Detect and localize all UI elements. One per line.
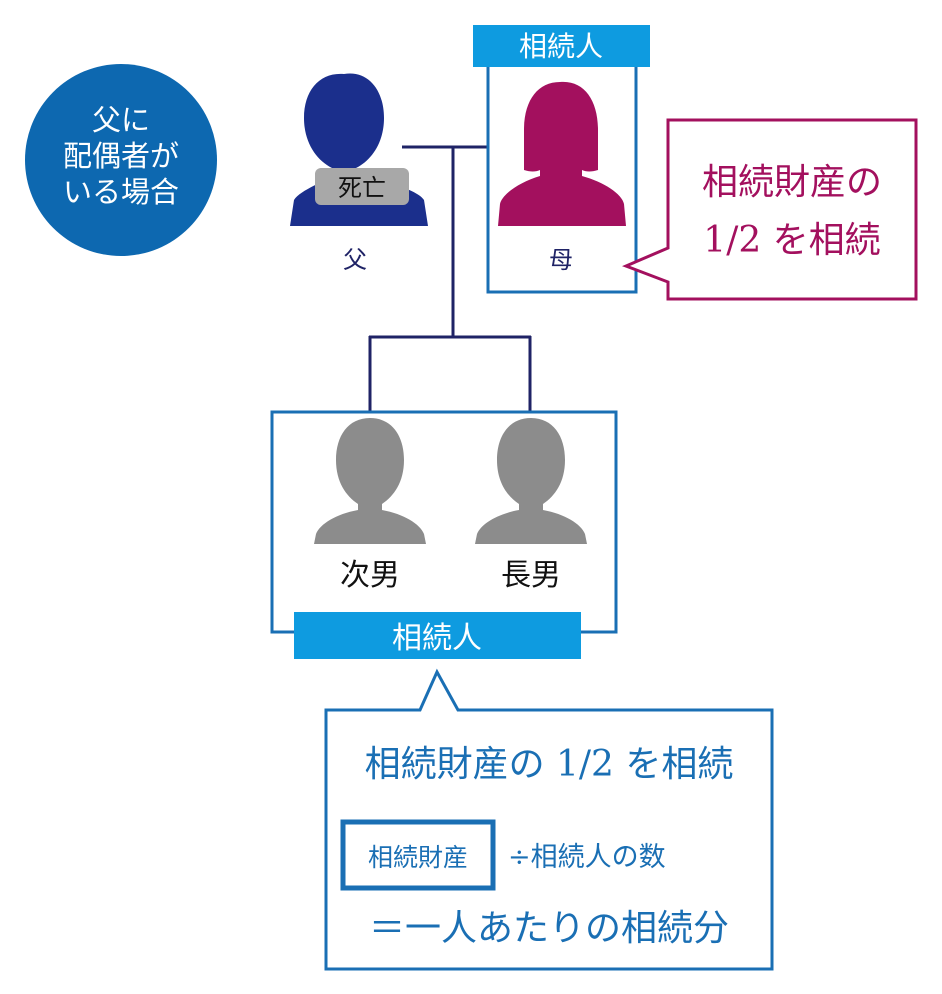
mother-callout-line-1: 相続財産の xyxy=(702,162,882,203)
case-badge: 父に 配偶者が いる場合 xyxy=(25,64,217,256)
children-callout: 相続財産の 1/2 を相続 相続財産 ÷相続人の数 ＝一人あたりの相続分 xyxy=(324,668,774,971)
children-callout-line-1: 相続財産の 1/2 を相続 xyxy=(365,744,734,785)
estate-box xyxy=(340,819,496,891)
family-tree-lines xyxy=(368,145,532,412)
deceased-badge: 死亡 xyxy=(338,174,386,202)
mother-callout-line-2: 1/2 を相続 xyxy=(703,220,880,261)
mother-heir-tag-bg xyxy=(473,25,650,67)
mother-callout-bubble xyxy=(622,118,918,301)
father-figure: 死亡 父 xyxy=(290,73,428,274)
father-label: 父 xyxy=(343,246,367,274)
second-son-person-icon xyxy=(314,418,426,544)
children-heir-tag-bg xyxy=(294,612,581,659)
mother-person-icon xyxy=(498,81,626,226)
mother-group: 相続人 母 xyxy=(473,25,650,294)
children-callout-bubble xyxy=(324,668,774,971)
mother-label: 母 xyxy=(549,246,573,274)
second-son-label: 次男 xyxy=(340,558,400,593)
badge-line-3: いる場合 xyxy=(63,175,179,209)
eldest-son-label: 長男 xyxy=(501,558,561,593)
per-person-share-text: ＝一人あたりの相続分 xyxy=(369,908,729,949)
divide-by-heirs-text: ÷相続人の数 xyxy=(508,842,666,873)
mother-callout: 相続財産の 1/2 を相続 xyxy=(622,118,918,301)
children-heir-tag: 相続人 xyxy=(392,621,482,656)
badge-circle xyxy=(25,64,217,256)
eldest-son-person-icon xyxy=(475,418,587,544)
children-group: 次男 長男 相続人 xyxy=(270,410,618,659)
deceased-badge-bg xyxy=(315,168,409,205)
badge-line-1: 父に xyxy=(92,103,150,137)
badge-line-2: 配偶者が xyxy=(63,139,179,173)
estate-box-label: 相続財産 xyxy=(368,843,468,872)
mother-heir-tag: 相続人 xyxy=(519,30,603,63)
